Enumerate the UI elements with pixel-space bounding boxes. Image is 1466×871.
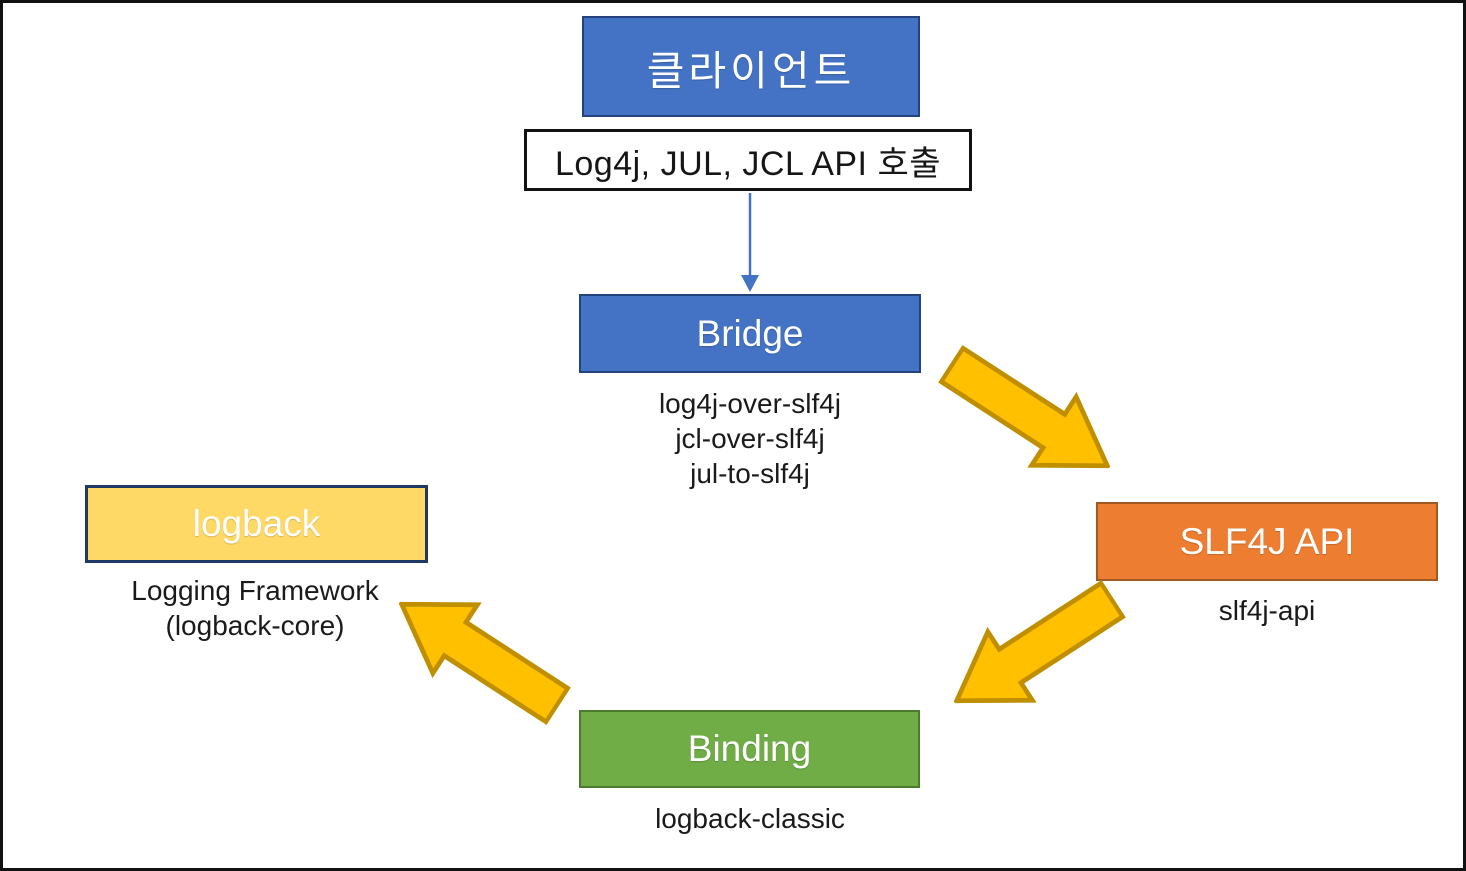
bridge-node: Bridge <box>579 294 921 373</box>
slf4j-api-node: SLF4J API <box>1096 502 1438 581</box>
binding-node-label: Binding <box>687 728 812 769</box>
api-call-node-label: Log4j, JUL, JCL API 호출 <box>554 144 942 183</box>
logback-sublabels: Logging Framework (logback-core) <box>55 573 455 643</box>
bridge-sublabel-1: log4j-over-slf4j <box>658 388 842 419</box>
slf4j-api-sublabel: slf4j-api <box>1218 595 1316 626</box>
client-node: 클라이언트 <box>582 16 920 117</box>
logback-sublabel-2: (logback-core) <box>165 610 345 641</box>
binding-sublabel: logback-classic <box>655 803 845 834</box>
arrow-bridge-to-slf4j <box>937 344 1111 469</box>
bridge-node-label: Bridge <box>696 312 804 354</box>
bridge-sublabel-2: jcl-over-slf4j <box>675 423 825 454</box>
binding-node: Binding <box>579 710 920 788</box>
bridge-sublabels: log4j-over-slf4j jcl-over-slf4j jul-to-s… <box>550 386 950 491</box>
arrow-slf4j-to-binding <box>953 579 1127 704</box>
logback-node: logback <box>85 485 428 563</box>
slf4j-api-node-label: SLF4J API <box>1179 520 1355 562</box>
down-arrow-connector <box>741 193 759 292</box>
arrow-binding-to-logback <box>398 601 572 726</box>
bridge-sublabel-3: jul-to-slf4j <box>690 458 810 489</box>
logback-node-label: logback <box>192 503 321 544</box>
api-call-node: Log4j, JUL, JCL API 호출 <box>524 129 972 191</box>
client-node-label: 클라이언트 <box>646 47 856 94</box>
logback-sublabel-1: Logging Framework <box>131 575 379 606</box>
